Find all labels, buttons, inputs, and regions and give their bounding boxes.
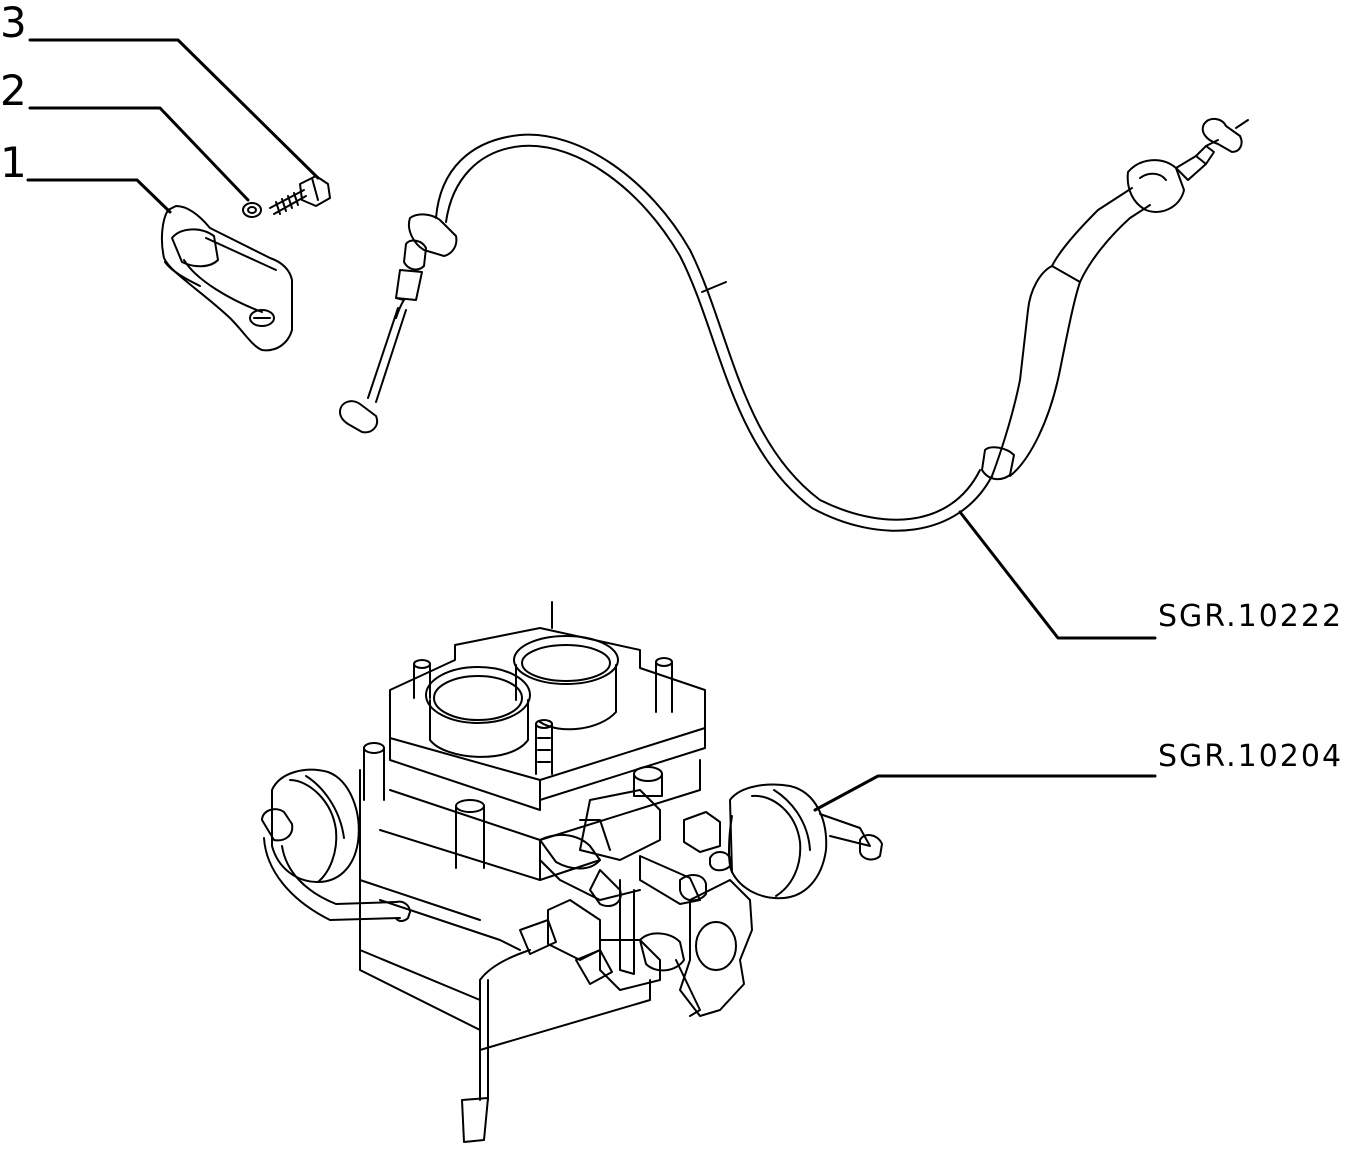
- bracket-part: [160, 205, 293, 352]
- callout-number-1: 1: [0, 138, 27, 187]
- leader-line-cable: [958, 510, 1157, 640]
- leader-line-2: [28, 106, 250, 202]
- bolt-part: [269, 175, 331, 215]
- leader-lines: [26, 38, 1157, 812]
- washer-part: [242, 202, 262, 218]
- leader-line-carburettor: [813, 774, 1157, 812]
- carburettor-assembly: [261, 601, 883, 1143]
- leader-line-1: [26, 178, 172, 214]
- reference-code-carburettor: SGR.10204: [1158, 739, 1344, 774]
- reference-code-cable: SGR.10222: [1158, 599, 1344, 634]
- callout-number-3: 3: [0, 0, 27, 47]
- callout-number-2: 2: [0, 66, 27, 115]
- accelerator-cable: [339, 118, 1249, 532]
- leader-line-3: [28, 38, 320, 180]
